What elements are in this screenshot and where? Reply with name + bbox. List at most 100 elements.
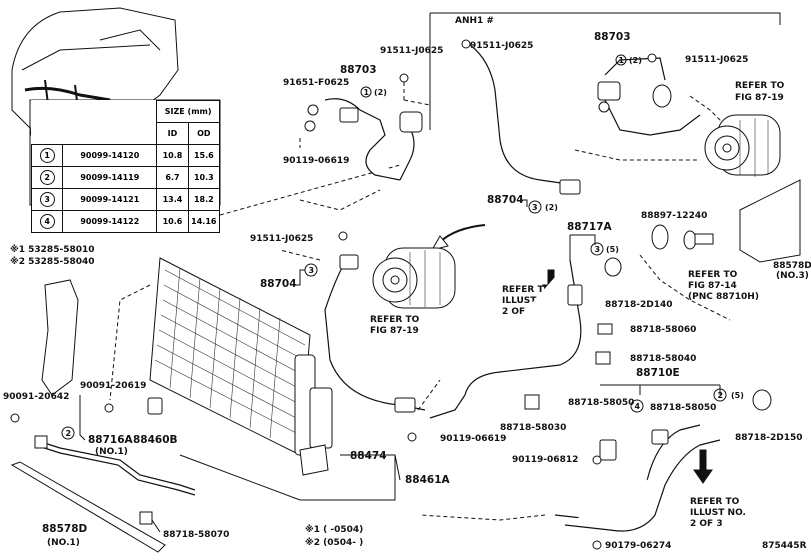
callout-paren5-a: (5) (606, 245, 619, 254)
refer-illust-b-2: ILLUST NO. (690, 508, 746, 518)
label-90091-20619: 90091-20619 (80, 381, 146, 391)
table-row: 2 90099-14119 6.7 10.3 (30, 166, 221, 189)
row-num: 2 (30, 166, 64, 189)
callout-3-b: 3 (595, 245, 601, 254)
note-1: ※1 53285-58010 (10, 244, 95, 255)
label-88710e: 88710E (636, 367, 680, 379)
label-88718-58050-b: 88718-58050 (650, 403, 716, 413)
label-88460b: 88460B (133, 434, 178, 446)
label-88578d-a: 88578D (773, 261, 811, 271)
row-id: 10.8 (156, 144, 189, 167)
callout-3-a: 3 (532, 203, 538, 212)
row-id: 10.6 (156, 210, 189, 233)
table-row: 4 90099-14122 10.6 14.16 (30, 210, 221, 233)
refer-fig-8714-2: FIG 87-14 (688, 281, 737, 291)
table-blank-2 (32, 123, 157, 145)
refer-fig-8714-1: REFER TO (688, 270, 738, 280)
col-id: ID (156, 122, 189, 145)
callout-4: 4 (635, 402, 641, 411)
callout-2-a: 2 (66, 429, 72, 438)
label-anh1: ANH1 # (455, 16, 494, 26)
row-num: 3 (30, 188, 64, 211)
label-91511-b: 91511-J0625 (685, 55, 748, 65)
refer-illust-b-3: 2 OF 3 (690, 519, 723, 529)
label-88717a: 88717A (567, 221, 613, 233)
label-no3: (NO.3) (776, 271, 809, 281)
label-code: 875445R (762, 541, 807, 551)
refer-illust-b-1: REFER TO (690, 497, 740, 507)
suction-hose-assembly-a (299, 73, 431, 181)
refer-fig-8714-3: (PNC 88710H) (688, 292, 759, 302)
label-91511-d: 91511-J0625 (250, 234, 313, 244)
refer-fig-8719-a-1: REFER TO (735, 81, 785, 91)
label-no1-a: (NO.1) (95, 447, 128, 457)
condenser (149, 257, 316, 456)
refer-illust-a-2: ILLUST NO. (502, 296, 558, 306)
compressor-top (704, 114, 781, 177)
table-row: 3 90099-14121 13.4 18.2 (30, 188, 221, 211)
label-88897: 88897-12240 (641, 211, 707, 221)
callout-1-b: 1 (619, 56, 625, 65)
row-part: 90099-14122 (62, 210, 158, 233)
row-part: 90099-14121 (62, 188, 158, 211)
label-91511-c: 91511-J0625 (380, 46, 443, 56)
label-91651: 91651-F0625 (283, 78, 349, 88)
row-num-circle: 1 (39, 148, 55, 163)
row-id: 6.7 (156, 166, 189, 189)
refer-illust-a-3: 2 OF 3 (502, 307, 535, 317)
label-90119-b: 90119-06619 (440, 434, 506, 444)
label-88474: 88474 (350, 450, 387, 462)
table-row: 1 90099-14120 10.8 15.6 (30, 144, 221, 167)
callout-paren2-a: (2) (374, 88, 387, 97)
label-88704-a: 88704 (487, 194, 524, 206)
col-od: OD (187, 122, 221, 145)
callout-2-b: 2 (718, 391, 724, 400)
row-num-circle: 2 (39, 170, 55, 185)
callout-3-c: 3 (309, 266, 315, 275)
row-part: 90099-14120 (62, 144, 158, 167)
note-2: ※2 53285-58040 (10, 256, 95, 267)
label-88718-58030: 88718-58030 (500, 423, 566, 433)
row-od: 14.16 (187, 210, 221, 233)
row-num: 4 (30, 210, 64, 233)
label-no1-b: (NO.1) (47, 538, 80, 548)
row-od: 18.2 (187, 188, 221, 211)
row-num: 1 (30, 144, 64, 167)
label-88704-b: 88704 (260, 278, 297, 290)
refer-fig-8719-a-2: FIG 87-19 (735, 93, 784, 103)
label-88718-58040: 88718-58040 (630, 354, 696, 364)
label-88718-58060: 88718-58060 (630, 325, 696, 335)
row-id: 13.4 (156, 188, 189, 211)
label-88718-2d140: 88718-2D140 (605, 300, 673, 310)
table-title: SIZE (mm) (156, 100, 220, 123)
table-blank (32, 101, 157, 123)
label-88703-a: 88703 (340, 64, 377, 76)
row-od: 10.3 (187, 166, 221, 189)
callout-paren2-c: (2) (545, 203, 558, 212)
label-90091-20642: 90091-20642 (3, 392, 69, 402)
label-88718-58050-a: 88718-58050 (568, 398, 634, 408)
label-88461a: 88461A (405, 474, 451, 486)
label-88718-2d150: 88718-2D150 (735, 433, 803, 443)
refer-fig-8719-b-1: REFER TO (370, 315, 420, 325)
compressor-middle (372, 247, 456, 309)
callout-1-a: 1 (364, 88, 370, 97)
row-od: 15.6 (187, 144, 221, 167)
legend-1: ※1 ( -0504) (305, 524, 363, 535)
legend-2: ※2 (0504- ) (305, 537, 363, 548)
row-part: 90099-14119 (62, 166, 158, 189)
callout-paren2-b: (2) (629, 56, 642, 65)
refer-fig-8719-b-2: FIG 87-19 (370, 326, 419, 336)
label-88716a: 88716A (88, 434, 134, 446)
label-90179: 90179-06274 (605, 541, 671, 551)
label-91511-a: 91511-J0625 (470, 41, 533, 51)
row-num-circle: 4 (39, 214, 55, 229)
hose-size-table: SIZE (mm) ID OD 1 90099-14120 10.8 15.6 … (30, 100, 221, 233)
suction-hose-assembly-b (574, 53, 731, 161)
label-88718-58070: 88718-58070 (163, 530, 229, 540)
row-num-circle: 3 (39, 192, 55, 207)
label-90119-06812: 90119-06812 (512, 455, 578, 465)
label-90119-a: 90119-06619 (283, 156, 349, 166)
callout-paren5-b: (5) (731, 391, 744, 400)
